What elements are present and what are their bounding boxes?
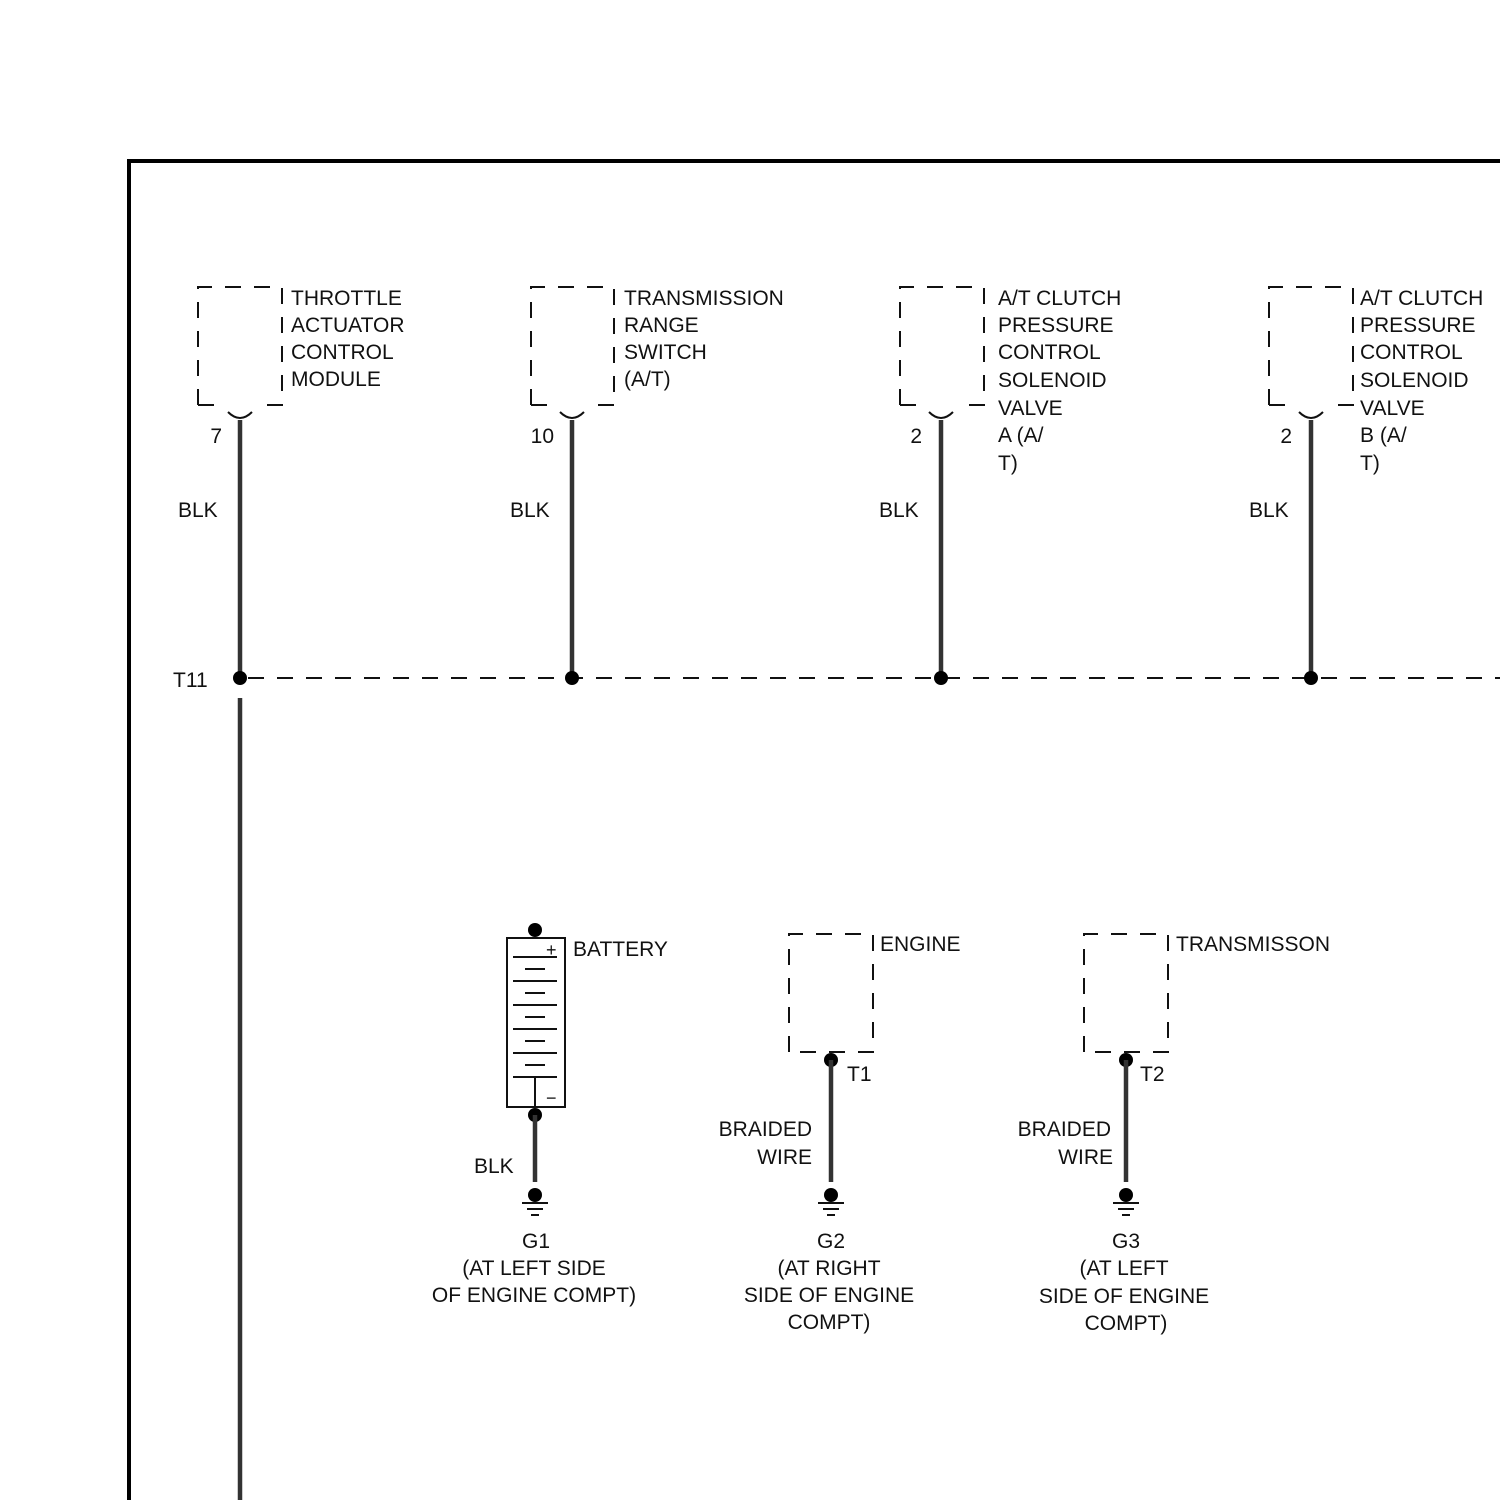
wire-type-label: BRAIDED [719, 1118, 812, 1141]
wire-type-label: BRAIDED [1018, 1118, 1111, 1141]
ground-location-line: (AT LEFT SIDE [462, 1257, 606, 1280]
splice-point [1304, 671, 1318, 685]
ground-location-line: (AT RIGHT [777, 1257, 880, 1280]
wire-type-label: WIRE [757, 1146, 812, 1169]
pin-number: 10 [531, 425, 554, 448]
pin-number: 7 [210, 425, 222, 448]
transmission-label: TRANSMISSON [1176, 933, 1330, 956]
battery: + − BATTERY BLK [474, 923, 668, 1182]
component-label-line: PRESSURE [998, 314, 1114, 337]
component-at-clutch-solenoid-valve-a: A/T CLUTCH PRESSURE CONTROL SOLENOID VAL… [879, 287, 1121, 678]
engine-label: ENGINE [880, 933, 961, 956]
component-label-line: A/T CLUTCH [1360, 287, 1483, 310]
engine-box [789, 934, 873, 1052]
component-label-line: RANGE [624, 314, 699, 337]
component-label-line: PRESSURE [1360, 314, 1476, 337]
transmission-ground-assembly: TRANSMISSON T2 BRAIDED WIRE G3 (AT LEFT … [1018, 933, 1330, 1335]
component-label-line: CONTROL [998, 341, 1101, 364]
ground-location-line: COMPT) [1085, 1312, 1168, 1335]
component-label-line: SWITCH [624, 341, 707, 364]
ground-point [528, 1188, 542, 1202]
component-label-line: CONTROL [291, 341, 394, 364]
wire-color-label: BLK [510, 499, 550, 522]
terminal-label: T1 [847, 1063, 872, 1086]
component-label-line: TRANSMISSION [624, 287, 784, 310]
terminal-label: T2 [1140, 1063, 1165, 1086]
component-label-line: T) [998, 452, 1018, 475]
component-label-line: SOLENOID [1360, 369, 1469, 392]
pin-number: 2 [1280, 425, 1292, 448]
component-label-line: T) [1360, 452, 1380, 475]
splice-label: T11 [173, 669, 208, 692]
ground-point [824, 1188, 838, 1202]
component-label-line: ACTUATOR [291, 314, 405, 337]
ground-location-line: SIDE OF ENGINE [1039, 1285, 1209, 1308]
wire-color-label: BLK [879, 499, 919, 522]
ground-id: G2 [817, 1230, 845, 1253]
component-label-line: A (A/ [998, 424, 1044, 447]
ground-location-line: (AT LEFT [1079, 1257, 1168, 1280]
component-label-line: A/T CLUTCH [998, 287, 1121, 310]
ground-g1: G1 (AT LEFT SIDE OF ENGINE COMPT) [432, 1188, 636, 1307]
wire-color-label: BLK [1249, 499, 1289, 522]
component-box [531, 287, 614, 405]
ground-location-line: OF ENGINE COMPT) [432, 1284, 636, 1307]
splice-t11: T11 [173, 669, 1500, 1500]
component-box [1269, 287, 1353, 405]
battery-label: BATTERY [573, 938, 668, 961]
component-label-line: VALVE [998, 397, 1063, 420]
wire-color-label: BLK [178, 499, 218, 522]
ground-icon [1113, 1203, 1139, 1215]
splice-point [233, 671, 247, 685]
splice-point [934, 671, 948, 685]
ground-location-line: COMPT) [788, 1311, 871, 1334]
battery-terminal-positive [528, 923, 542, 937]
component-label-line: SOLENOID [998, 369, 1107, 392]
battery-minus-sign: − [546, 1088, 557, 1108]
ground-icon [522, 1203, 548, 1215]
component-label-line: MODULE [291, 368, 381, 391]
component-box [900, 287, 984, 405]
connector-symbol [1299, 412, 1323, 418]
component-label-line: (A/T) [624, 368, 671, 391]
component-label-line: B (A/ [1360, 424, 1407, 447]
pin-number: 2 [910, 425, 922, 448]
wire-color-label: BLK [474, 1155, 514, 1178]
battery-cells [513, 957, 557, 1107]
connector-symbol [929, 412, 953, 418]
ground-location-line: SIDE OF ENGINE [744, 1284, 914, 1307]
component-transmission-range-switch: TRANSMISSION RANGE SWITCH (A/T) 10 BLK [510, 287, 784, 678]
engine-ground-assembly: ENGINE T1 BRAIDED WIRE G2 (AT RIGHT SIDE… [719, 933, 961, 1334]
transmission-box [1084, 934, 1168, 1052]
wire-type-label: WIRE [1058, 1146, 1113, 1169]
connector-symbol [560, 412, 584, 418]
ground-id: G3 [1112, 1230, 1140, 1253]
component-box [198, 287, 282, 405]
ground-point [1119, 1188, 1133, 1202]
component-at-clutch-solenoid-valve-b: A/T CLUTCH PRESSURE CONTROL SOLENOID VAL… [1249, 287, 1483, 678]
ground-id: G1 [522, 1230, 550, 1253]
ground-icon [818, 1203, 844, 1215]
connector-symbol [228, 412, 252, 418]
component-label-line: CONTROL [1360, 341, 1463, 364]
component-label-line: VALVE [1360, 397, 1425, 420]
component-throttle-actuator-control-module: THROTTLE ACTUATOR CONTROL MODULE 7 BLK [178, 287, 405, 678]
splice-point [565, 671, 579, 685]
component-label-line: THROTTLE [291, 287, 402, 310]
